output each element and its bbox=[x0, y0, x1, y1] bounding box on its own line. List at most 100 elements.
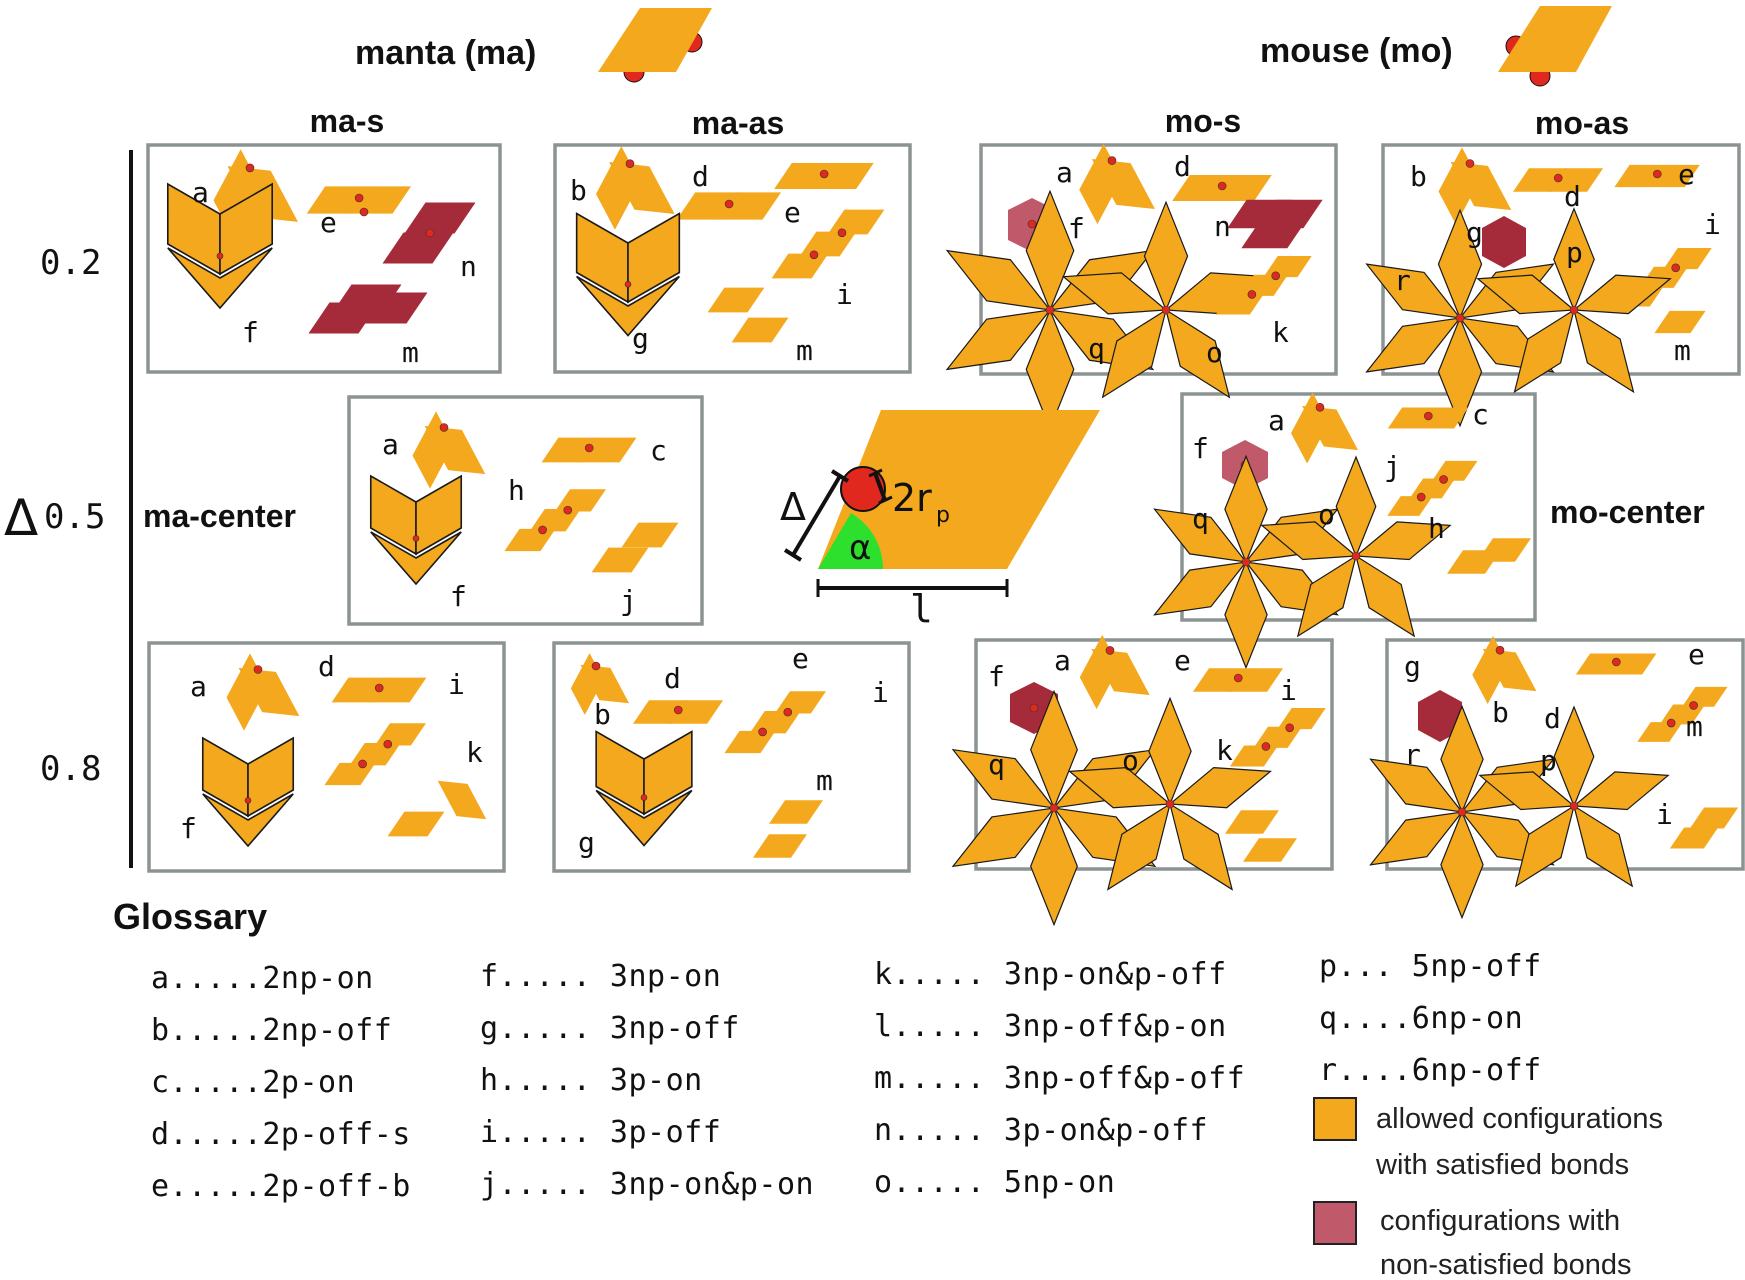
patch-dot bbox=[584, 443, 594, 453]
glossary-entry-n: n..... 3p-on&p-off bbox=[874, 1113, 1208, 1148]
legend-nonsat-line2: non-satisfied bonds bbox=[1380, 1249, 1632, 1280]
patch-dot bbox=[359, 207, 369, 217]
glossary-entry-e: e.....2p-off-b bbox=[151, 1169, 411, 1204]
rhombus-particle bbox=[1241, 219, 1307, 249]
label-ma-center-a: a bbox=[382, 428, 399, 461]
cube-nonsat bbox=[1418, 690, 1462, 742]
label-mo-s-08-o: o bbox=[1122, 744, 1139, 777]
label-ma-s-02-a: a bbox=[192, 176, 209, 209]
schematic-radius-label: 2r bbox=[892, 476, 932, 520]
patch-dot bbox=[724, 199, 734, 209]
label-ma-s-08-d: d bbox=[318, 650, 335, 683]
column-title-mo-as: mo-as bbox=[1535, 105, 1629, 141]
cube-face bbox=[595, 789, 693, 847]
label-ma-as-08-g: g bbox=[578, 826, 595, 859]
rhombus-particle bbox=[1669, 827, 1719, 849]
rhombus-particle bbox=[1091, 158, 1156, 210]
label-ma-as-08-e: e bbox=[792, 642, 809, 675]
label-mo-as-08-m: m bbox=[1686, 710, 1703, 743]
label-ma-center-h: h bbox=[508, 474, 525, 507]
glossary-entry-p: p... 5np-off bbox=[1319, 949, 1542, 984]
rhombus-particle bbox=[1243, 838, 1297, 862]
glossary-entry-q: q....6np-on bbox=[1319, 1001, 1523, 1036]
label-ma-s-08-k: k bbox=[466, 736, 483, 769]
rhombus-particle bbox=[1608, 653, 1657, 675]
manta-particle-icon bbox=[598, 8, 712, 83]
glossary-entry-f: f..... 3np-on bbox=[480, 959, 721, 994]
legend-nonsat-line1: configurations with bbox=[1380, 1205, 1620, 1237]
legend-allowed-line1: allowed configurations bbox=[1376, 1103, 1663, 1135]
rhombus-particle bbox=[580, 664, 630, 704]
patch-dot bbox=[1049, 803, 1059, 813]
patch-dot bbox=[383, 739, 393, 749]
patch-dot bbox=[1285, 723, 1294, 733]
column-title-ma-as: ma-as bbox=[692, 105, 785, 141]
patch-dot bbox=[1439, 475, 1448, 484]
rhombus-particle bbox=[1420, 407, 1469, 429]
delta-axis-symbol: Δ bbox=[4, 489, 38, 547]
label-mo-as-02-r: r bbox=[1394, 264, 1411, 297]
glossary-entry-r: r....6np-off bbox=[1319, 1053, 1542, 1088]
schematic-length-label: l bbox=[910, 587, 933, 631]
patch-dot bbox=[1261, 742, 1271, 751]
patch-dot bbox=[1652, 169, 1662, 179]
label-mo-center-a: a bbox=[1268, 404, 1285, 437]
label-mo-center-c: c bbox=[1472, 398, 1489, 431]
patch-dot bbox=[1247, 290, 1257, 299]
cube-face bbox=[167, 244, 220, 274]
schematic-angle-wedge bbox=[818, 513, 883, 569]
rhombus-particle bbox=[1091, 648, 1150, 696]
label-mo-as-08-i: i bbox=[1656, 798, 1673, 831]
rhombus-particle bbox=[707, 287, 765, 313]
rhombus-particle bbox=[308, 302, 380, 334]
patch-dot bbox=[837, 228, 847, 238]
patch-dot bbox=[1233, 673, 1243, 683]
label-mo-s-02-a: a bbox=[1056, 156, 1073, 189]
patch-dot bbox=[374, 683, 384, 693]
schematic-rhombus bbox=[818, 410, 1100, 569]
glossary-title: Glossary bbox=[113, 896, 267, 937]
rhombus-particle bbox=[437, 780, 487, 820]
panel-labels: a e n f m b d e i g m a d f n q o k b d … bbox=[180, 150, 1721, 859]
label-mo-s-02-o: o bbox=[1206, 336, 1223, 369]
patch-dot bbox=[1671, 263, 1680, 273]
label-mo-center-j: j bbox=[1384, 450, 1401, 483]
patch-dot bbox=[1107, 156, 1117, 165]
patch-dot bbox=[216, 252, 224, 260]
glossary-entry-m: m..... 3np-off&p-off bbox=[874, 1061, 1245, 1096]
label-ma-center-c: c bbox=[650, 434, 667, 467]
rhombus-particle bbox=[771, 253, 829, 279]
glossary-entry-a: a.....2np-on bbox=[151, 961, 374, 996]
label-ma-as-02-m: m bbox=[796, 334, 813, 367]
patch-dot bbox=[245, 163, 255, 173]
patch-dot bbox=[1495, 645, 1505, 655]
cube-face bbox=[415, 474, 463, 556]
patch-dot bbox=[563, 505, 573, 515]
patch-dot bbox=[538, 525, 547, 535]
glossary-entry-o: o..... 5np-on bbox=[874, 1165, 1115, 1200]
column-title-mo-s: mo-s bbox=[1165, 103, 1241, 139]
patch-dot bbox=[1161, 305, 1171, 315]
rhombus-particle bbox=[1648, 164, 1700, 188]
patch-dot bbox=[1457, 807, 1467, 817]
label-ma-as-02-e: e bbox=[784, 196, 801, 229]
cube-face bbox=[202, 793, 294, 848]
label-mo-as-08-b: b bbox=[1492, 696, 1509, 729]
label-mo-s-08-a: a bbox=[1054, 644, 1071, 677]
patch-dot bbox=[819, 169, 829, 179]
label-mo-s-02-n: n bbox=[1214, 210, 1231, 243]
rhombus-particle bbox=[1212, 174, 1272, 202]
label-ma-as-08-d: d bbox=[664, 662, 681, 695]
label-ma-as-08-b: b bbox=[594, 698, 611, 731]
rhombus-particle bbox=[404, 202, 476, 234]
patch-dot bbox=[640, 794, 648, 801]
rhombus-particle bbox=[387, 811, 445, 837]
tick-0-5: 0.5 bbox=[44, 497, 105, 537]
label-ma-center-j: j bbox=[620, 584, 637, 617]
patch-dot bbox=[1569, 305, 1579, 315]
rhombus-particle bbox=[382, 232, 454, 264]
label-mo-s-08-q: q bbox=[988, 748, 1005, 781]
manta-title: manta (ma) bbox=[355, 34, 536, 72]
label-ma-as-02-d: d bbox=[692, 160, 709, 193]
particle-schematic: Δ α 2r p l bbox=[780, 410, 1100, 631]
